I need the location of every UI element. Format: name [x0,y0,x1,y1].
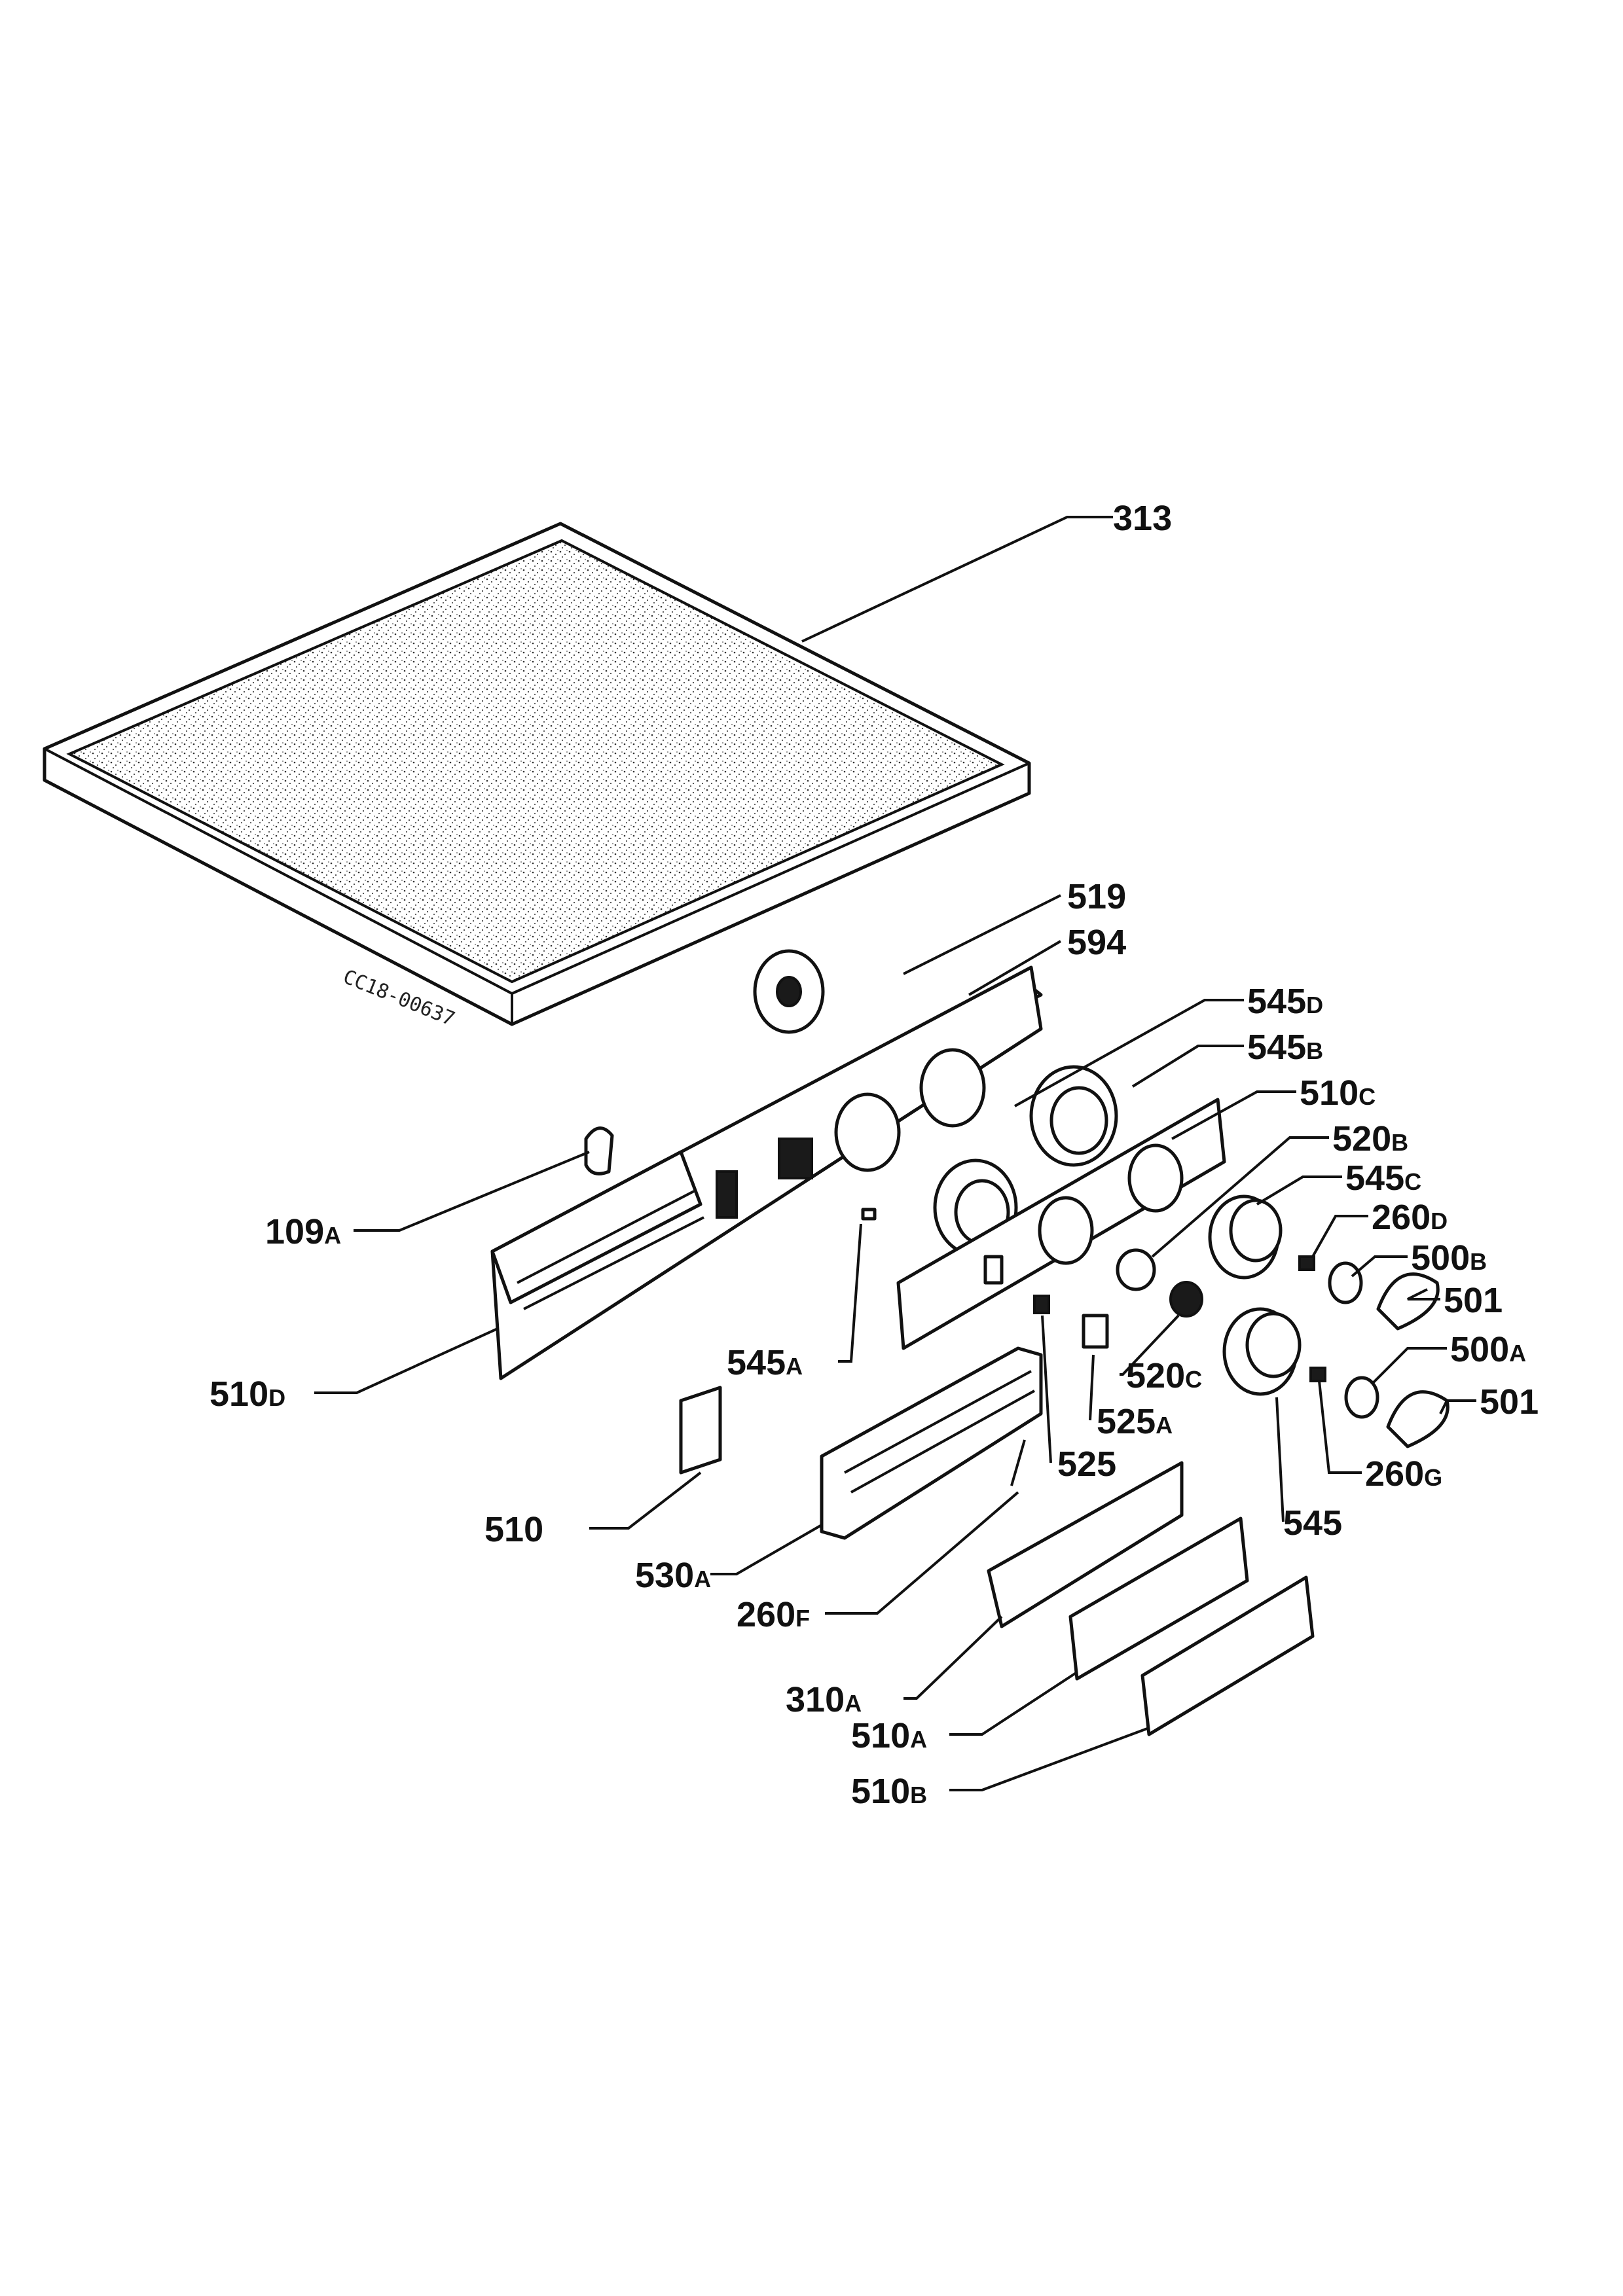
part-501-knob-lower [1386,1390,1450,1448]
part-501-knob-upper [1376,1272,1440,1331]
part-525a-block [1082,1314,1109,1349]
label-109a: 109A [265,1212,341,1251]
label-525a: 525A [1097,1402,1173,1441]
part-260d-spring [1298,1255,1315,1271]
label-500b: 500B [1411,1238,1487,1278]
part-545c-knob-bezel [1208,1194,1283,1280]
label-520c: 520C [1126,1356,1202,1395]
label-545c: 545C [1345,1158,1421,1198]
label-545d: 545D [1247,982,1323,1021]
label-545b: 545B [1247,1028,1323,1067]
part-510c-fascia [896,1098,1226,1350]
part-500a-collar [1344,1376,1379,1419]
label-500a: 500A [1450,1330,1526,1369]
label-510c: 510C [1300,1073,1376,1113]
part-545a-tab [861,1208,877,1221]
label-545: 545 [1283,1503,1342,1543]
part-310a-plate [987,1461,1184,1628]
label-310a: 310A [786,1680,862,1719]
label-530a: 530A [635,1556,711,1595]
leader-lines [314,516,1476,1791]
label-260d: 260D [1372,1198,1448,1237]
label-510a: 510A [851,1716,927,1755]
part-525-spring [1033,1295,1050,1314]
part-510-trim [679,1386,722,1475]
worktop-panel: CC18-00637 [43,522,1031,1031]
label-501-upper: 501 [1444,1281,1503,1320]
part-109a-clip [584,1126,614,1175]
part-510d-control-panel [490,965,1043,1380]
part-545-knob-bezel [1222,1307,1302,1396]
part-520b-ring [1116,1248,1156,1291]
label-510d: 510D [210,1374,285,1414]
label-519: 519 [1067,877,1126,916]
label-260f: 260F [737,1595,810,1634]
label-510b: 510B [851,1772,927,1811]
label-260g: 260G [1365,1454,1442,1494]
part-260g-spring [1309,1367,1326,1382]
label-510: 510 [484,1510,543,1549]
label-525: 525 [1057,1444,1116,1484]
part-260f-spring [1010,1439,1026,1486]
part-510b-glass [1140,1575,1315,1736]
part-545d-bezel [1029,1065,1118,1167]
label-520b: 520B [1332,1119,1408,1158]
part-520c-ring [1169,1281,1203,1318]
label-501-lower: 501 [1480,1382,1539,1422]
part-510a-panel [1068,1516,1249,1681]
label-545a: 545A [727,1343,803,1382]
part-530a-handle [820,1346,1043,1540]
label-594: 594 [1067,923,1126,962]
label-313: 313 [1113,499,1172,538]
part-500b-collar [1328,1261,1363,1304]
part-519-wheel [753,949,825,1034]
